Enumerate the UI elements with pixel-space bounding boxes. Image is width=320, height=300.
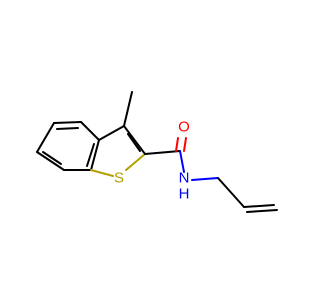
bond-c3-c2-outer [123, 125, 146, 155]
substituent-bonds [123, 91, 278, 213]
molecule-structure-diagram: S O N H [36, 91, 278, 213]
aromatic-inner-bond-2 [86, 143, 95, 167]
bond-c2-c3 [80, 121, 100, 141]
aromatic-inner-bond-1 [56, 127, 79, 130]
oxygen-atom-label: O [178, 119, 190, 136]
methyl-bond [123, 91, 133, 127]
bond-c3-c4 [90, 139, 100, 171]
bond-c2-s [125, 153, 146, 171]
benzene-ring-bonds [36, 121, 100, 171]
carbonyl-double-bond-a [175, 137, 179, 152]
bond-c3-c2-inner [127, 133, 141, 152]
aromatic-inner-bond-3 [42, 151, 62, 165]
bond-c2-carbonyl-carbon [144, 150, 181, 155]
bond-c1-c2 [53, 121, 82, 124]
bond-carbonyl-carbon-n [179, 150, 185, 173]
vinyl-double-bond-b [246, 209, 278, 213]
thiophene-ring-bonds [90, 125, 146, 177]
bond-c3a-c3 [98, 125, 125, 141]
bond-s-c7a [90, 169, 114, 177]
bond-c6-c1 [36, 122, 55, 153]
nitrogen-atom-label: N [179, 170, 190, 187]
sulfur-atom-label: S [114, 170, 124, 187]
atom-labels: S O N H [114, 119, 190, 203]
bond-ch2-ch [217, 177, 245, 208]
vinyl-double-bond-a [243, 204, 275, 208]
bond-c5-c6 [36, 151, 65, 171]
carbonyl-double-bond-b [183, 137, 187, 152]
amide-hydrogen-label: H [179, 186, 190, 203]
bond-n-ch2 [191, 177, 219, 181]
